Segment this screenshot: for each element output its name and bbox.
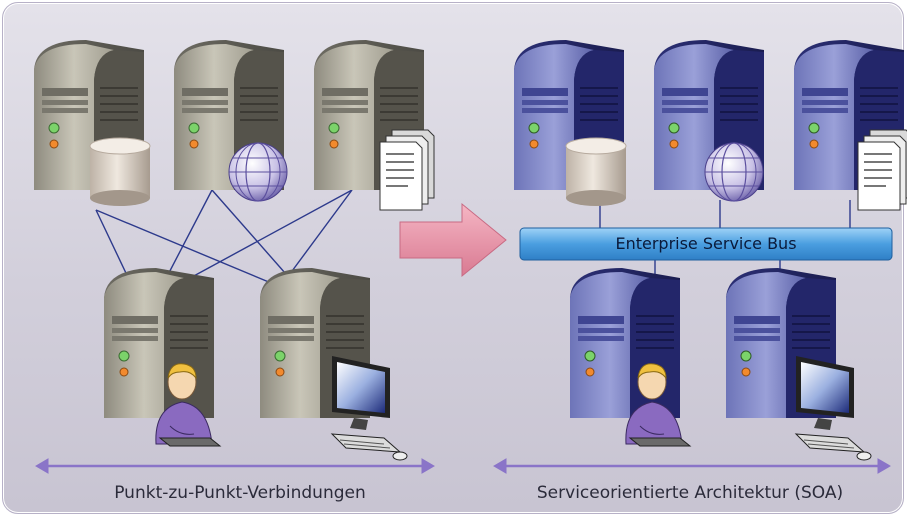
- right-caption: Serviceorientierte Architektur (SOA): [536, 483, 844, 503]
- bus-label: Enterprise Service Bus: [615, 234, 797, 253]
- left-caption: Punkt-zu-Punkt-Verbindungen: [114, 483, 366, 503]
- globe-icon: [704, 142, 764, 202]
- documents-icon: [857, 129, 907, 211]
- server-icon: [569, 267, 681, 419]
- enterprise-service-bus: [519, 227, 893, 261]
- database-icon: [565, 137, 627, 207]
- left-span-arrow: [35, 458, 435, 474]
- server-icon: [103, 267, 215, 419]
- globe-icon: [228, 142, 288, 202]
- arrow-right-icon: [399, 202, 507, 278]
- database-icon: [89, 137, 151, 207]
- right-span-arrow: [493, 458, 891, 474]
- documents-icon: [379, 129, 435, 211]
- monitor-icon: [331, 355, 408, 461]
- monitor-icon: [795, 355, 872, 461]
